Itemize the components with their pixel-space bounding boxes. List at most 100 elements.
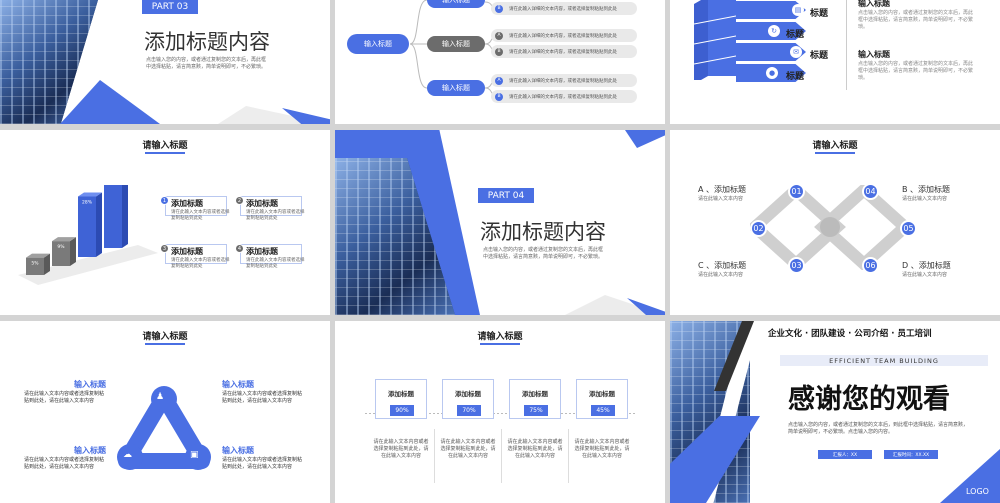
card-percent: 45%	[591, 405, 615, 416]
stat-card: 添加标题 75%	[509, 379, 561, 419]
card-label: 添加标题	[522, 390, 548, 398]
stack-label: 标题	[810, 9, 829, 19]
title-underline	[480, 343, 520, 345]
item-number: 1	[160, 196, 169, 205]
date-label: 汇报时间：XX.XX	[884, 450, 938, 459]
chat-icon: ✉	[790, 46, 802, 58]
stat-card: 添加标题 90%	[375, 379, 427, 419]
slide-title: 请输入标题	[812, 141, 858, 151]
divider	[501, 429, 502, 483]
slide-part-04[interactable]: PART 04 添加标题内容 点击输入您的内容，或者通过复制您的文本后，再此框中…	[335, 130, 665, 315]
user-icon: ●	[766, 67, 778, 79]
card-text: 请在此输入文本内容或者选择复制粘贴到此处，请在此输入文本内容	[440, 439, 496, 459]
banner: EFFICIENT TEAM BUILDING	[780, 355, 988, 366]
bar-label: 28%	[82, 200, 93, 206]
point-label: A 、添加标题	[698, 185, 747, 194]
item-title: 添加标题	[246, 247, 278, 256]
slide-title: 请输入标题	[142, 332, 188, 342]
document-icon: ▤	[792, 4, 804, 16]
item-title: 添加标题	[171, 247, 203, 256]
bar	[52, 241, 70, 266]
accent-triangle	[60, 80, 160, 124]
slide-title: 添加标题内容	[144, 30, 270, 54]
point-label: C 、添加标题	[698, 261, 747, 270]
diamond-graphic	[750, 185, 910, 270]
item-card	[240, 244, 302, 264]
tag-line: 企业文化 · 团队建设 · 公司介绍 · 员工培训	[768, 329, 932, 339]
bar-side	[96, 192, 102, 257]
slide-body: 点击输入您的内容，或者通过复制您的文本后，再此框中选择粘贴，请言简意赅，简单说明…	[483, 247, 604, 260]
leaf-badge: B	[495, 47, 503, 56]
leaf-item: 请在此输入详细的文本内容，或者选择复制粘贴到此处	[491, 45, 637, 58]
leaf-badge: B	[495, 92, 503, 101]
bar-side	[44, 253, 50, 275]
bar-side	[122, 185, 128, 248]
slide-title: 请输入标题	[477, 332, 523, 342]
paragraph: 请在此输入文本内容或者选择复制粘贴到此处，请在此输入文本内容	[24, 457, 105, 470]
item-number: 3	[160, 244, 169, 253]
bar-top	[26, 253, 50, 258]
slide-diamond[interactable]: 请输入标题 01 02 03 04 05 06 A 、添加标题 请在此输入文本内…	[670, 130, 1000, 315]
paragraph: 请在此输入文本内容或者选择复制粘贴到此处，请在此输入文本内容	[24, 391, 105, 404]
slide-body: 点击输入您的内容，或者通过复制您的文本后，再此框中选择粘贴，请言简意赅，简单说明…	[146, 57, 267, 70]
card-label: 添加标题	[388, 390, 414, 398]
card-percent: 70%	[457, 405, 481, 416]
center-node: 输入标题	[347, 34, 409, 54]
card-percent: 75%	[524, 405, 548, 416]
logo-text: LOGO	[966, 487, 989, 496]
paragraph: 请在此输入文本内容或者选择复制粘贴到此处，请在此输入文本内容	[222, 391, 303, 404]
bar-label: 5%	[31, 261, 39, 267]
point-text: 请在此输入文本内容	[902, 272, 948, 278]
item-text: 请在此输入文本内容或者选择复制粘贴到此处	[246, 210, 305, 221]
slide-title: 添加标题内容	[480, 220, 606, 244]
paragraph: 点击输入您的内容，或者通过复制您的文本后，再此框中选择粘贴，请言简意赅，简单说明…	[858, 10, 974, 30]
item-card	[165, 244, 227, 264]
presentation-icon: ▣	[190, 450, 199, 460]
card-percent: 90%	[390, 405, 414, 416]
divider	[846, 0, 847, 90]
bar	[26, 257, 44, 275]
branch-node: 输入标题	[427, 0, 485, 8]
step-badge: 03	[788, 257, 805, 274]
triangle-graphic	[117, 386, 211, 470]
slide-stack[interactable]: ▤ ↻ ✉ ● 标题 标题 标题 标题 输入标题 点击输入您的内容，或者通过复制…	[670, 0, 1000, 124]
bar	[104, 185, 122, 248]
card-text: 请在此输入文本内容或者选择复制粘贴到此处，请在此输入文本内容	[373, 439, 429, 459]
thanks-body: 点击输入您的内容，或者通过复制您的文本后，到此框中选择粘贴，请言简意赅，简单说明…	[788, 422, 969, 435]
stack-arrow	[736, 1, 806, 19]
slide-thanks[interactable]: 企业文化 · 团队建设 · 公司介绍 · 员工培训 EFFICIENT TEAM…	[670, 321, 1000, 503]
card-text: 请在此输入文本内容或者选择复制粘贴到此处，请在此输入文本内容	[574, 439, 630, 459]
point-label: B 、添加标题	[902, 185, 951, 194]
title-underline	[145, 152, 185, 154]
step-badge: 06	[862, 257, 879, 274]
slide-bar-chart[interactable]: 请输入标题 5%9%28%35% 1 添加标题 请在此输入文本内容或者选择复制粘…	[0, 130, 330, 315]
bar-chart: 5%9%28%35%	[18, 185, 158, 285]
heading: 输入标题	[222, 446, 254, 455]
stack-label: 标题	[786, 72, 805, 82]
part-badge: PART 04	[478, 188, 534, 203]
step-badge: 01	[788, 183, 805, 200]
point-text: 请在此输入文本内容	[698, 272, 744, 278]
card-label: 添加标题	[589, 390, 615, 398]
point-label: D 、添加标题	[902, 261, 951, 270]
team-icon: ♟	[156, 392, 165, 402]
leaf-badge: A	[495, 31, 503, 40]
stack-label: 标题	[810, 51, 829, 61]
leaf-badge: A	[495, 76, 503, 85]
bar	[78, 196, 96, 257]
reporter-label: 汇报人：XX	[818, 450, 872, 459]
step-badge: 04	[862, 183, 879, 200]
slide-part-03[interactable]: PART 03 添加标题内容 点击输入您的内容，或者通过复制您的文本后，再此框中…	[0, 0, 330, 124]
heading: 输入标题	[858, 50, 890, 59]
leaf-item: 请在此输入详细的文本内容，或者选择复制粘贴到此处	[491, 29, 637, 42]
slide-triangle[interactable]: 请输入标题 ♟ ☁ ▣ 输入标题 请在此输入文本内容或者选择复制粘贴到此处，请在…	[0, 321, 330, 503]
step-badge: 02	[750, 220, 767, 237]
slide-cards[interactable]: 请输入标题 添加标题 90% 请在此输入文本内容或者选择复制粘贴到此处，请在此输入文…	[335, 321, 665, 503]
step-badge: 05	[900, 220, 917, 237]
point-text: 请在此输入文本内容	[698, 196, 744, 202]
item-title: 添加标题	[246, 199, 278, 208]
connector-lines	[409, 0, 498, 97]
bar-label: 9%	[57, 244, 65, 250]
part-badge: PART 03	[142, 0, 198, 14]
slide-mindmap[interactable]: 输入标题 输入标题 输入标题 输入标题 请在此输入详细的文本内容，或者选择复制粘…	[335, 0, 665, 124]
